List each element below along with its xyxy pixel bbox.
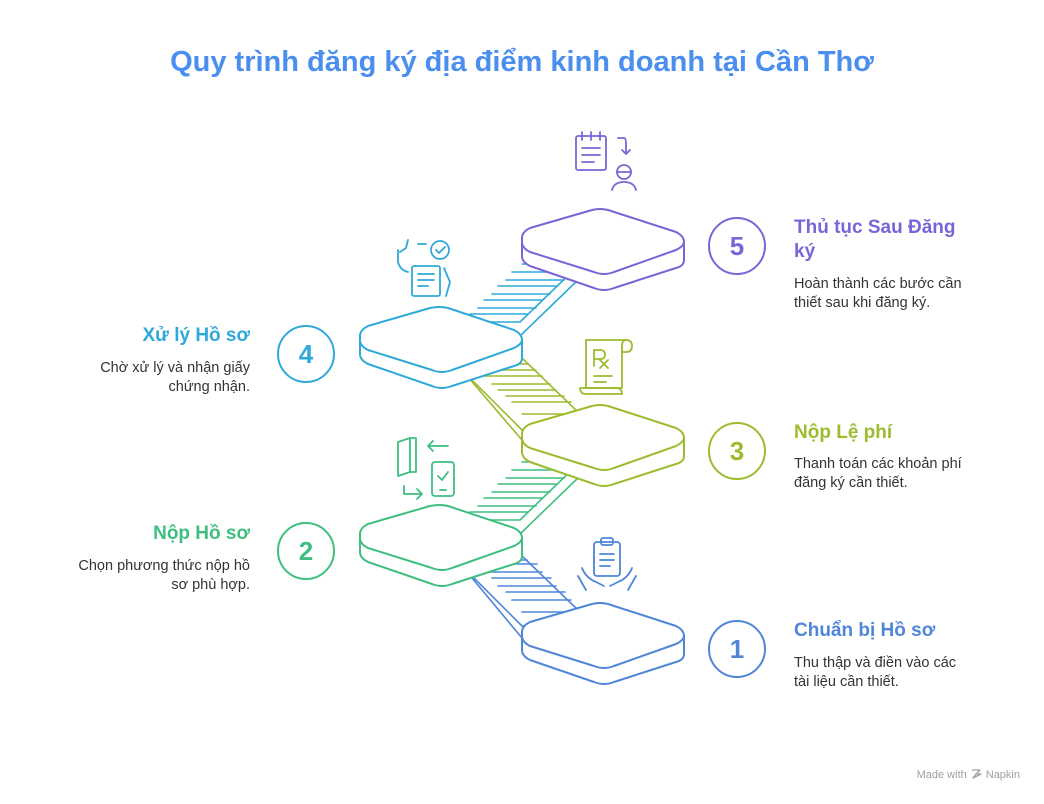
step-5-description: Hoàn thành các bước cần thiết sau khi đă… xyxy=(794,275,962,313)
step-1-title: Chuẩn bị Hồ sơ xyxy=(794,620,936,641)
clipboard-hands-icon xyxy=(577,537,637,591)
checklist-approval-icon xyxy=(397,239,451,297)
step-3-description: Thanh toán các khoản phí đăng ký cần thi… xyxy=(794,455,962,493)
step-1-number: 1 xyxy=(708,620,766,678)
step-2-number: 2 xyxy=(277,522,335,580)
step-5-title-line-1: Thủ tục Sau Đăng xyxy=(794,217,956,238)
step-5-title: Thủ tục Sau Đăng ký xyxy=(794,216,956,264)
platform-4 xyxy=(359,306,523,389)
step-2-description-line-1: Chọn phương thức nộp hồ xyxy=(78,558,250,574)
footer-brand: Napkin xyxy=(985,769,1020,781)
step-2-title: Nộp Hồ sơ xyxy=(153,523,250,544)
platform-2 xyxy=(359,504,523,587)
notepad-person-icon xyxy=(575,131,637,191)
step-4-description: Chờ xử lý và nhận giấy chứng nhận. xyxy=(100,359,250,397)
step-3-description-line-2: đăng ký cần thiết. xyxy=(794,475,908,491)
step-4-title: Xử lý Hồ sơ xyxy=(142,325,250,346)
step-4-number: 4 xyxy=(277,325,335,383)
step-1-description: Thu thập và điền vào các tài liệu cần th… xyxy=(794,654,956,692)
footer-text: Made with xyxy=(916,769,967,781)
step-4-description-line-1: Chờ xử lý và nhận giấy xyxy=(100,360,250,376)
platform-3 xyxy=(521,404,685,487)
receipt-rx-icon xyxy=(579,339,633,395)
napkin-logo-icon xyxy=(971,768,982,782)
step-3-title: Nộp Lệ phí xyxy=(794,422,893,443)
made-with-napkin-footer[interactable]: Made with Napkin xyxy=(917,768,1020,782)
platform-5 xyxy=(521,208,685,291)
step-1-description-line-1: Thu thập và điền vào các xyxy=(794,655,957,671)
step-1-description-line-2: tài liệu cần thiết. xyxy=(794,674,899,690)
step-2-description-line-2: sơ phù hợp. xyxy=(171,577,250,593)
step-5-description-line-2: thiết sau khi đăng ký. xyxy=(794,295,931,311)
step-2-description: Chọn phương thức nộp hồ sơ phù hợp. xyxy=(78,557,250,595)
document-transfer-phone-icon xyxy=(397,437,455,500)
step-3-description-line-1: Thanh toán các khoản phí xyxy=(794,456,962,472)
step-3-number: 3 xyxy=(708,422,766,480)
step-5-number: 5 xyxy=(708,217,766,275)
step-5-title-line-2: ký xyxy=(794,241,816,262)
page-title: Quy trình đăng ký địa điểm kinh doanh tạ… xyxy=(170,46,874,78)
step-5-description-line-1: Hoàn thành các bước cần xyxy=(794,276,962,292)
platform-1 xyxy=(521,602,685,685)
step-4-description-line-2: chứng nhận. xyxy=(168,379,250,395)
